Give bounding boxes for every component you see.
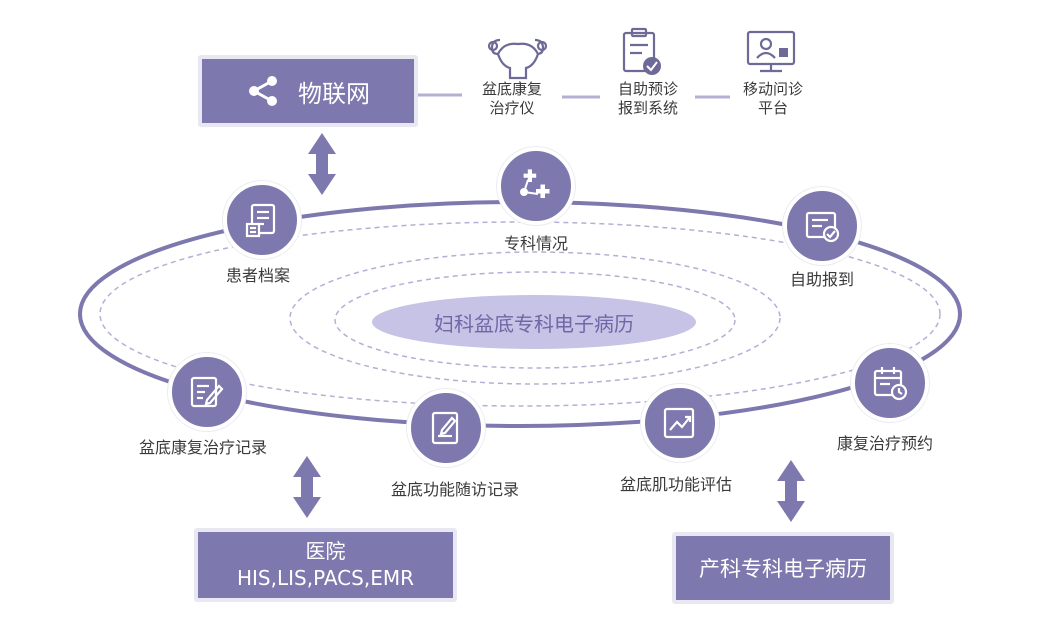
label-patient-archive: 患者档案 bbox=[225, 266, 291, 285]
node-rehab-record[interactable] bbox=[168, 353, 246, 431]
write-notes-icon bbox=[190, 376, 224, 408]
hospital-systems: HIS,LIS,PACS,EMR bbox=[236, 566, 414, 590]
device-label-rehab-device: 盆底康复治疗仪 bbox=[481, 80, 543, 117]
node-followup[interactable] bbox=[407, 389, 485, 467]
hospital-box[interactable]: 医院 HIS,LIS,PACS,EMR bbox=[194, 528, 457, 602]
trend-chart-icon bbox=[663, 407, 695, 439]
label-muscle-eval: 盆底肌功能评估 bbox=[619, 475, 733, 494]
center-title: 妇科盆底专科电子病历 bbox=[372, 295, 696, 349]
label-rehab-appointment: 康复治疗预约 bbox=[836, 434, 934, 453]
dashed-ring-mid bbox=[289, 251, 781, 385]
node-rehab-appointment[interactable] bbox=[851, 344, 929, 422]
device-label-checkin-system: 自助预诊报到系统 bbox=[617, 80, 679, 117]
double-arrow-hospital bbox=[293, 456, 321, 518]
share-icon bbox=[249, 76, 277, 106]
node-self-checkin[interactable] bbox=[783, 187, 861, 265]
video-consult-icon bbox=[746, 30, 796, 73]
clipboard-check-icon bbox=[622, 27, 661, 75]
double-arrow-iot bbox=[308, 133, 336, 195]
obstetrics-box[interactable]: 产科专科电子病历 bbox=[672, 532, 894, 604]
uterus-icon bbox=[487, 38, 548, 80]
node-specialty[interactable] bbox=[497, 147, 575, 225]
double-arrow-obstetrics bbox=[777, 460, 805, 522]
device-label-mobile-consult: 移动问诊平台 bbox=[742, 80, 804, 117]
iot-box[interactable]: 物联网 bbox=[198, 55, 418, 127]
medical-cross-network-icon bbox=[520, 169, 550, 198]
label-specialty: 专科情况 bbox=[503, 234, 569, 253]
label-rehab-record: 盆底康复治疗记录 bbox=[138, 438, 268, 457]
form-check-icon bbox=[805, 211, 840, 243]
label-followup: 盆底功能随访记录 bbox=[390, 480, 520, 499]
dashed-ring-inner bbox=[334, 271, 736, 369]
node-patient-archive[interactable] bbox=[223, 181, 301, 259]
node-muscle-eval[interactable] bbox=[641, 384, 719, 462]
document-archive-icon bbox=[245, 203, 276, 238]
edit-document-icon bbox=[431, 411, 459, 445]
label-self-checkin: 自助报到 bbox=[789, 270, 855, 289]
iot-label: 物联网 bbox=[298, 79, 370, 108]
calendar-clock-icon bbox=[873, 367, 908, 401]
hospital-title: 医院 bbox=[305, 539, 346, 563]
obstetrics-label: 产科专科电子病历 bbox=[699, 557, 867, 581]
